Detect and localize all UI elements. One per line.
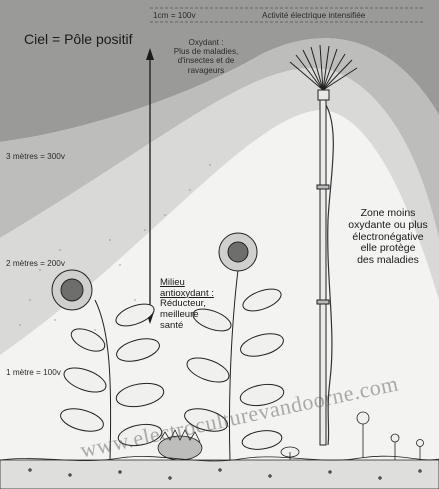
oxidizing-line2: d'insectes et de <box>162 56 250 65</box>
level-2m-label: 2 mètres = 200v <box>6 259 65 268</box>
oxidizing-line3: ravageurs <box>162 66 250 75</box>
antiox-line4: meilleure <box>160 310 214 321</box>
sky-title: Ciel = Pôle positif <box>24 32 133 48</box>
level-3m-label: 3 mètres = 300v <box>6 152 65 161</box>
zone-line1: Zone moins <box>342 208 434 220</box>
zone-line2: oxydante ou plus <box>342 220 434 232</box>
electric-activity-label: Activité électrique intensifiée <box>262 11 365 20</box>
oxidizing-line1: Plus de maladies, <box>162 47 250 56</box>
small-flowers <box>281 412 424 464</box>
level-1m-label: 1 mètre = 100v <box>6 368 61 377</box>
wire-clip-1 <box>317 185 329 189</box>
antiox-line5: santé <box>160 321 214 332</box>
oxidizing-title: Oxydant : <box>162 38 250 47</box>
oxidizing-block: Oxydant : Plus de maladies, d'insectes e… <box>162 38 250 75</box>
scale-top-label: 1cm = 100v <box>153 11 196 20</box>
protected-zone-block: Zone moins oxydante ou plus électronégat… <box>342 208 434 267</box>
antioxidant-block: Milieu antioxydant : Réducteur, meilleur… <box>160 278 214 331</box>
ground <box>0 456 439 489</box>
zone-line5: des maladies <box>342 255 434 267</box>
wire-clip-2 <box>317 300 329 304</box>
antenna-collar <box>318 90 329 100</box>
